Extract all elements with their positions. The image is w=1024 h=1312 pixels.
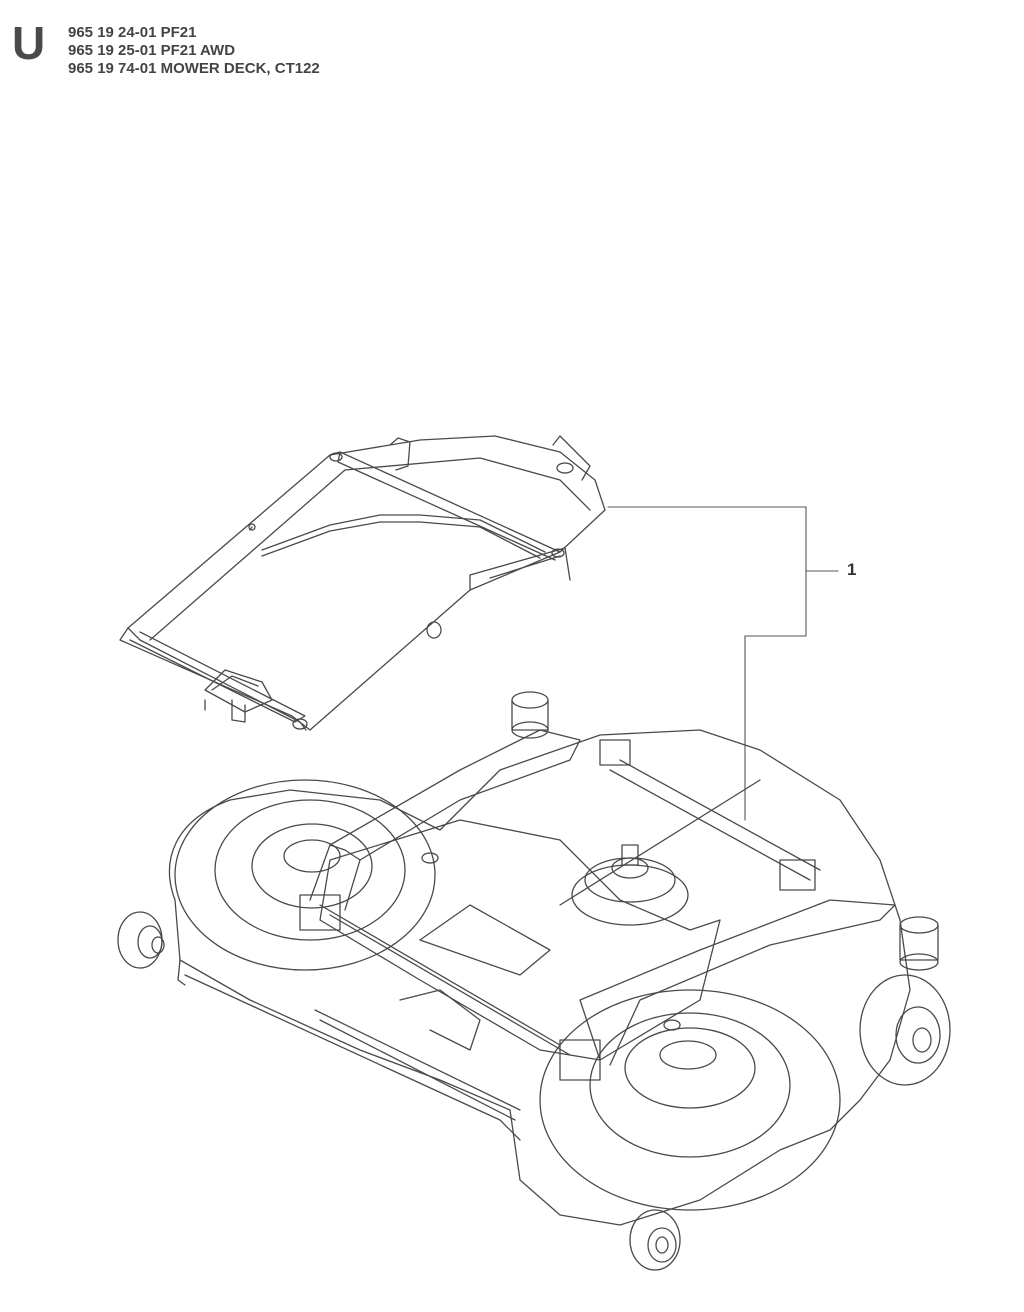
- deck-shell: [168, 729, 911, 1226]
- lift-arms: [299, 729, 896, 1081]
- part-number-list: 965 19 24-01 PF21 965 19 25-01 PF21 AWD …: [68, 24, 320, 78]
- part-line-1: 965 19 24-01 PF21: [68, 24, 197, 41]
- section-letter: U: [12, 17, 46, 69]
- part-line-3: 965 19 74-01 MOWER DECK, CT122: [68, 60, 320, 77]
- lift-frame: [119, 435, 606, 731]
- center-pulley: [571, 844, 689, 926]
- gauge-wheel-left: [117, 911, 165, 969]
- deck-slots: [314, 989, 521, 1121]
- callout-leader: [607, 506, 839, 821]
- left-blade-housing: [174, 779, 436, 971]
- right-blade-housing: [539, 989, 841, 1211]
- anti-scalp-roller: [511, 691, 549, 739]
- belt-cover: [319, 819, 721, 1061]
- gauge-wheel-front: [629, 1209, 681, 1271]
- gauge-wheel-right: [859, 916, 951, 1086]
- callout-label-1: 1: [847, 560, 857, 579]
- part-line-2: 965 19 25-01 PF21 AWD: [68, 42, 236, 59]
